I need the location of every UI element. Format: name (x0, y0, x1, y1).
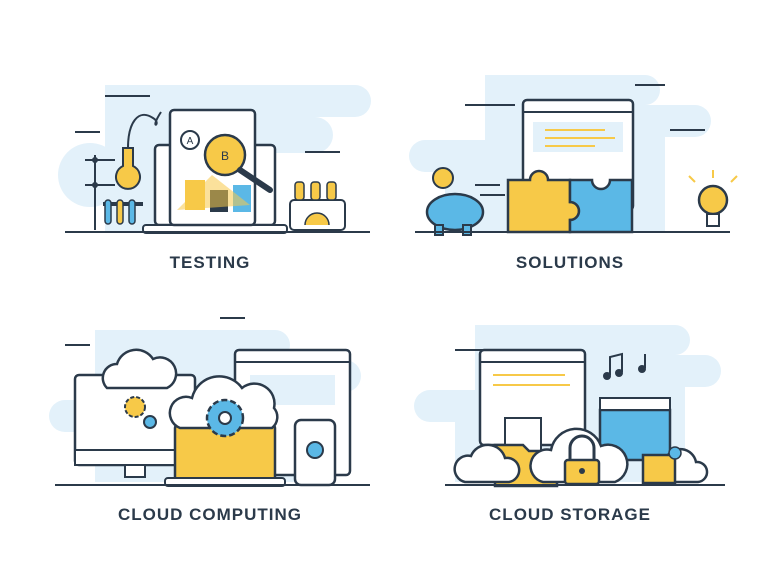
cloud-computing-illustration (49, 317, 370, 487)
panel-testing: A B TESTING (45, 60, 375, 310)
testing-illustration: A B (58, 85, 371, 234)
panel-title: TESTING (169, 253, 251, 272)
option-b-label: B (221, 149, 229, 163)
panel-title: CLOUD STORAGE (489, 505, 651, 524)
solutions-illustration (409, 75, 738, 236)
cloud-storage-illustration (414, 325, 725, 488)
panel-solutions: SOLUTIONS (405, 60, 738, 310)
panel-cloud-storage: CLOUD STORAGE (405, 310, 735, 560)
option-a-label: A (187, 136, 194, 147)
panel-title: SOLUTIONS (515, 253, 625, 272)
panel-title: CLOUD COMPUTING (117, 505, 303, 524)
panel-cloud-computing: CLOUD COMPUTING (45, 310, 375, 560)
